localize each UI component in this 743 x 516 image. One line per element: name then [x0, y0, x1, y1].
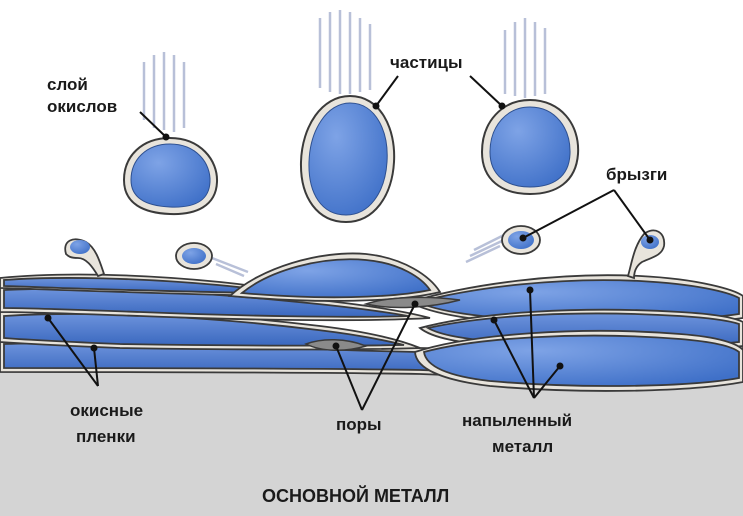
splash-left-droplet	[176, 243, 212, 269]
label-pores: поры	[336, 415, 382, 434]
label-oxide-films-line2: пленки	[76, 427, 136, 446]
label-oxide-layer-line1: слой	[47, 75, 88, 94]
label-oxide-layer-line2: окислов	[47, 97, 117, 116]
label-particles: частицы	[390, 53, 463, 72]
label-oxide-films-line1: окисные	[70, 401, 143, 420]
label-sprayed-metal-line2: металл	[492, 437, 553, 456]
splash-left-tadpole	[65, 239, 104, 276]
label-base-metal: ОСНОВНОЙ МЕТАЛЛ	[262, 485, 449, 506]
particle-center	[301, 96, 394, 222]
label-sprayed-metal-line1: напыленный	[462, 411, 572, 430]
particle-right	[482, 100, 578, 194]
particle-left	[124, 138, 217, 214]
label-splashes: брызги	[606, 165, 667, 184]
splash-right-tadpole	[628, 230, 664, 278]
